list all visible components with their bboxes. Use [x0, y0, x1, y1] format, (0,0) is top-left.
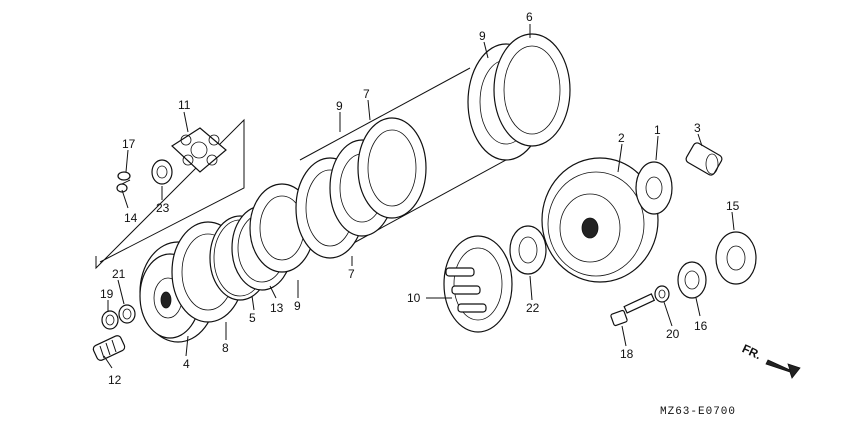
callout-22: 22: [526, 301, 540, 315]
flange-bolt: [610, 293, 656, 327]
callout-23: 23: [156, 201, 170, 215]
bearing: [151, 159, 173, 185]
callout-11: 11: [178, 98, 191, 112]
washer-20: [654, 285, 670, 303]
callout-labels: 1 2 3 4 5 6 7 7 8 9 9 9 10 11 12 13 14 1…: [100, 10, 740, 387]
lock-washer: [677, 261, 707, 299]
diagram-code: MZ63-E0700: [660, 406, 736, 418]
callout-15: 15: [726, 199, 740, 213]
callout-14: 14: [124, 211, 138, 225]
callout-21: 21: [112, 267, 126, 281]
clutch-center: [443, 235, 513, 333]
washer-21: [118, 304, 136, 324]
callout-10: 10: [407, 291, 421, 305]
callout-7-upper: 7: [363, 87, 370, 101]
callout-13: 13: [270, 301, 284, 315]
callout-12: 12: [108, 373, 122, 387]
callout-20: 20: [666, 327, 680, 341]
callout-2: 2: [618, 131, 625, 145]
friction-disc-6: [493, 33, 571, 147]
callout-3: 3: [694, 121, 701, 135]
lifter-bolt: [116, 171, 131, 193]
callout-6: 6: [526, 10, 533, 24]
friction-disc-7-upper: [357, 117, 427, 219]
callout-4: 4: [183, 357, 190, 371]
clutch-outer: [541, 157, 659, 283]
callout-1: 1: [654, 123, 661, 137]
front-direction-arrow: FR.: [740, 341, 801, 379]
callout-16: 16: [694, 319, 708, 333]
callout-9-left: 9: [294, 299, 301, 313]
callout-7-lower: 7: [348, 267, 355, 281]
callout-17: 17: [122, 137, 136, 151]
callout-8: 8: [222, 341, 229, 355]
clutch-lifter-plate: [171, 127, 227, 173]
bushing: [685, 142, 723, 176]
leader-lines: [103, 24, 735, 369]
callout-9-mid: 9: [336, 99, 343, 113]
callout-19: 19: [100, 287, 114, 301]
oil-pump-drive-gear: [715, 231, 757, 285]
front-direction-label: FR.: [740, 341, 763, 362]
clutch-spring: [92, 335, 126, 361]
callout-9-right: 9: [479, 29, 486, 43]
primary-drive-gear: [635, 161, 673, 215]
callout-18: 18: [620, 347, 634, 361]
thrust-washer: [509, 225, 547, 275]
callout-5: 5: [249, 311, 256, 325]
lock-nut: [101, 310, 119, 330]
